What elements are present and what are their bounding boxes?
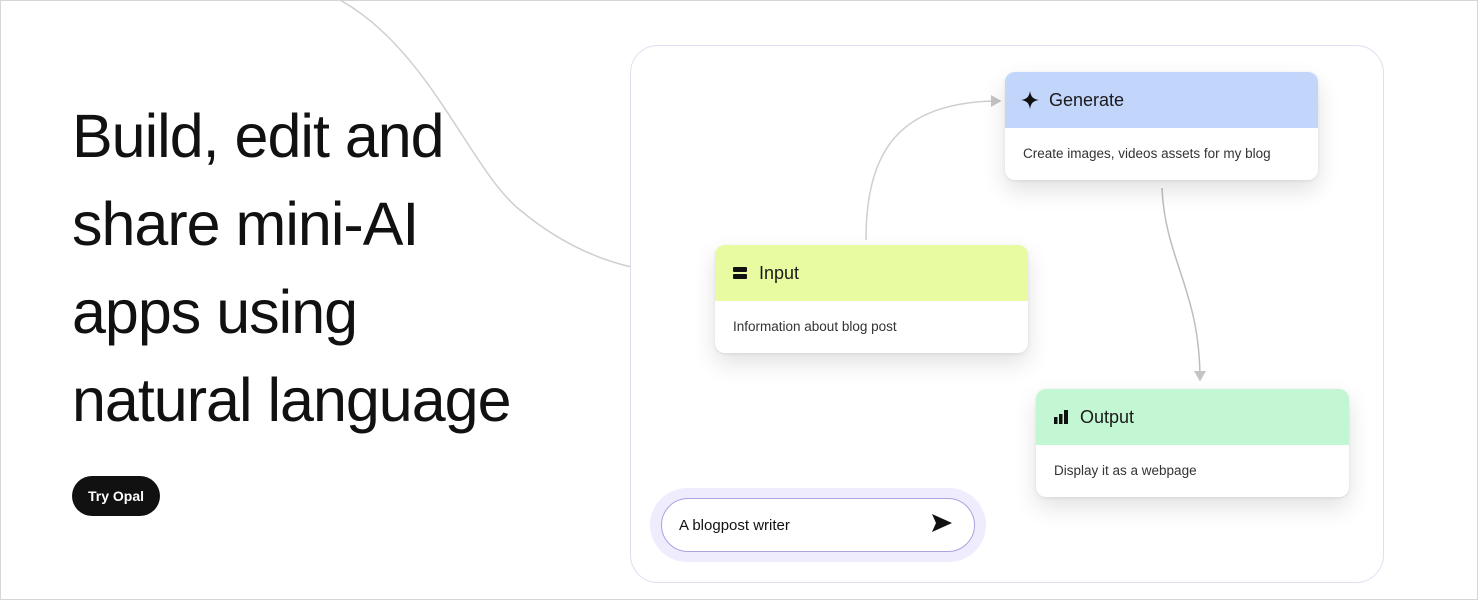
node-header: Input [715,245,1028,301]
node-header: Output [1036,389,1349,445]
send-icon[interactable] [932,514,952,536]
headline-line: Build, edit and [72,102,445,170]
node-output[interactable]: Output Display it as a webpage [1036,389,1349,497]
node-description: Display it as a webpage [1054,463,1197,478]
headline-line: natural language [72,366,511,434]
node-title: Input [759,262,800,283]
sparkle-icon [1021,91,1039,109]
input-icon [731,264,749,282]
prompt-input[interactable]: A blogpost writer [661,498,975,552]
node-description: Information about blog post [733,319,897,334]
node-description: Create images, videos assets for my blog [1023,146,1271,161]
node-generate[interactable]: Generate Create images, videos assets fo… [1005,72,1318,180]
edge-generate-output [1161,187,1206,382]
node-title: Output [1080,406,1135,427]
node-header: Generate [1005,72,1318,128]
hero-headline: Build, edit and share mini-AI apps using… [72,92,511,444]
prompt-text: A blogpost writer [679,516,790,534]
node-input[interactable]: Input Information about blog post [715,245,1028,353]
try-opal-button[interactable]: Try Opal [72,476,160,516]
node-title: Generate [1049,89,1125,110]
headline-line: apps using [72,278,358,346]
bar-chart-icon [1052,408,1070,426]
headline-line: share mini-AI [72,190,419,258]
edge-input-generate [865,95,1002,241]
